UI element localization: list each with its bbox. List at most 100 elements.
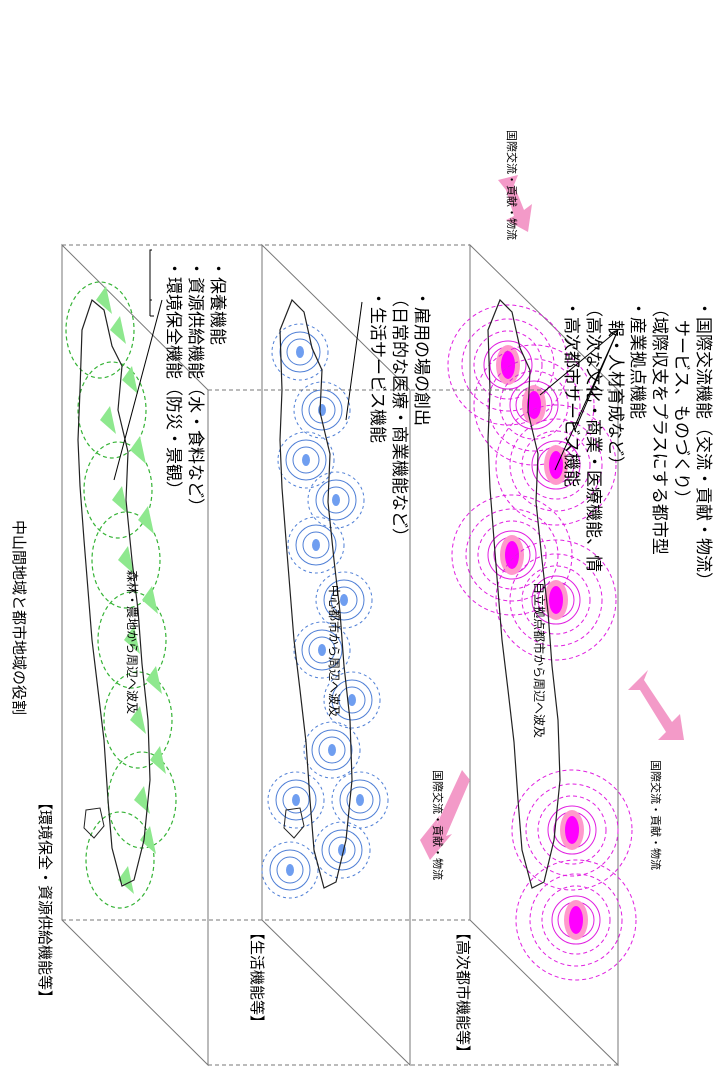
living-city-dot xyxy=(318,644,326,656)
living-ring xyxy=(323,671,381,729)
environment-leaf xyxy=(138,506,154,534)
advanced-city-core xyxy=(549,451,563,479)
callout-advanced: ・高次都市サービス機能 （高次な文化・商業・医療機能、情 報・人材育成など） ・… xyxy=(539,300,713,589)
exchange-arrow-advanced-bottom xyxy=(628,670,684,740)
callout-advanced-line-6: サービス、ものづくり） xyxy=(671,320,691,507)
living-ring xyxy=(303,721,361,779)
living-ring xyxy=(286,338,314,366)
exchange-advanced-top: 国際交流・貢献・物流 xyxy=(498,130,532,240)
living-ring xyxy=(338,686,366,714)
callout-leader-environment xyxy=(113,299,163,481)
living-city-dot xyxy=(286,864,294,876)
living-ring xyxy=(293,621,351,679)
environment-leaf xyxy=(134,786,150,814)
callout-advanced-line-7: ・国際交流機能（交流・貢献・物流） xyxy=(693,300,713,589)
callout-environment-line-2: ・資源供給機能（水・食料など） xyxy=(185,260,205,515)
advanced-ring xyxy=(461,318,555,412)
living-ring xyxy=(271,323,329,381)
callout-living: ・生活サービス機能 （日常的な医療・商業機能など） ・雇用の場の創出 xyxy=(345,290,431,545)
callout-leader-living xyxy=(345,301,363,421)
exchange-text-advanced-top: 国際交流・貢献・物流 xyxy=(505,130,519,240)
layer-label-living: 【生活機能等】 xyxy=(248,925,266,1030)
advanced-ring-solid xyxy=(487,530,537,580)
environment-leaf xyxy=(110,316,126,344)
living-ring xyxy=(302,531,330,559)
living-city-dot xyxy=(302,454,310,466)
environment-leaf xyxy=(118,866,134,894)
environment-leaf xyxy=(130,436,146,464)
living-circles xyxy=(261,323,389,899)
environment-dashed-ellipse xyxy=(77,361,147,459)
environment-leaf xyxy=(100,406,116,434)
advanced-ring xyxy=(537,795,607,865)
advanced-map-outline xyxy=(487,298,561,889)
advanced-city-core xyxy=(569,906,583,934)
environment-leaf xyxy=(96,286,112,314)
environment-leaf xyxy=(150,746,166,774)
advanced-city-core xyxy=(549,586,563,614)
wave-text-living: 中心都市から周辺へ波及 xyxy=(327,585,342,717)
living-city-dot xyxy=(312,539,320,551)
environment-map-outline xyxy=(77,298,151,887)
living-city-dot xyxy=(292,794,300,806)
exchange-advanced-bottom: 国際交流・貢献・物流 xyxy=(628,670,684,870)
advanced-ring xyxy=(511,769,633,891)
callout-environment-line-1: ・環境保全機能（防災・景観） xyxy=(163,260,183,498)
layer-connectors xyxy=(62,244,618,1066)
living-ring xyxy=(287,516,345,574)
living-ring xyxy=(311,729,353,771)
environment-leaf xyxy=(124,626,140,654)
advanced-ring xyxy=(465,508,559,602)
environment-leaf xyxy=(118,546,134,574)
environment-leaf xyxy=(112,486,128,514)
callout-advanced-line-4: ・産業拠点機能 xyxy=(627,300,647,419)
advanced-ring xyxy=(499,370,569,440)
living-ring xyxy=(269,849,311,891)
living-ring xyxy=(328,836,356,864)
advanced-ring xyxy=(495,539,617,661)
layer-label-environment: 【環境保全・資源供給機能等】 xyxy=(36,795,54,1005)
advanced-ring-solid xyxy=(483,340,533,390)
advanced-ring xyxy=(509,418,603,512)
living-ring xyxy=(277,431,335,489)
living-ring xyxy=(275,779,317,821)
living-ring xyxy=(276,856,304,884)
advanced-city-core xyxy=(501,351,515,379)
environment-dashed-ellipse xyxy=(65,281,135,379)
callout-advanced-line-3: 報・人材育成など） xyxy=(605,320,625,473)
living-ring xyxy=(346,786,374,814)
living-ring xyxy=(295,524,337,566)
callout-living-line-2: （日常的な医療・商業機能など） xyxy=(389,290,409,545)
living-ring xyxy=(339,779,381,821)
advanced-ring xyxy=(495,404,617,526)
advanced-ring xyxy=(487,358,581,452)
environment-leaf xyxy=(140,826,156,854)
advanced-ring xyxy=(521,565,591,635)
living-ring xyxy=(293,381,351,439)
living-ring xyxy=(282,786,310,814)
living-ring xyxy=(315,479,357,521)
advanced-ring-solid xyxy=(551,895,601,945)
living-ring xyxy=(318,736,346,764)
environment-dashed-ellipse xyxy=(91,511,161,609)
living-city-dot xyxy=(340,594,348,606)
environment-dashed-ellipse xyxy=(97,591,167,689)
callout-advanced-line-2: （高次な文化・商業・医療機能、情 xyxy=(583,300,603,572)
environment-dashed-ellipse xyxy=(103,671,173,769)
advanced-ring xyxy=(473,344,595,466)
living-ring xyxy=(323,579,365,621)
callout-advanced-line-1: ・高次都市サービス機能 xyxy=(561,300,581,487)
callout-leader-advanced xyxy=(539,329,619,471)
exchange-text-advanced-bottom: 国際交流・貢献・物流 xyxy=(649,760,663,870)
page-title: 中山間地域と都市地域の役割 xyxy=(10,520,28,715)
living-map-outline xyxy=(279,298,353,889)
advanced-ring xyxy=(529,873,623,967)
environment-leaf xyxy=(142,586,158,614)
environment-leaf xyxy=(130,706,146,734)
living-ring xyxy=(321,829,363,871)
wave-text-environment: 森林・農地から周辺へ波及 xyxy=(125,570,140,714)
exchange-arrow-living xyxy=(420,770,470,860)
callout-environment-line-3: ・保養機能 xyxy=(207,260,227,345)
advanced-ring-solid xyxy=(531,575,581,625)
